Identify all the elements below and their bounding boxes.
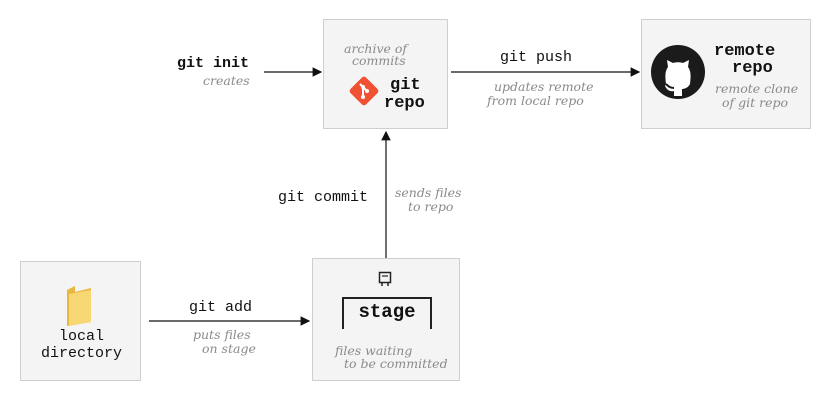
git-repo-note-1: archive of	[344, 41, 408, 56]
stage-note-1: files waiting	[335, 343, 413, 358]
stage-node	[312, 258, 460, 381]
git-repo-node: archive of commits git repo	[323, 19, 448, 129]
local-directory-label-2: directory	[40, 345, 122, 362]
folder-icon	[67, 286, 91, 326]
stage-frame	[342, 297, 432, 329]
git-add-note-1: puts files	[193, 327, 251, 342]
remote-repo-note-2: of git repo	[722, 95, 789, 110]
git-repo-label-2: repo	[384, 94, 425, 113]
stage-small-icon	[378, 271, 392, 286]
git-push-note-2: from local repo	[487, 93, 584, 108]
git-init-note: creates	[203, 73, 250, 88]
stage-note-2: to be committed	[344, 356, 448, 371]
git-commit-command: git commit	[278, 189, 369, 206]
git-repo-label-1: git	[390, 76, 421, 95]
git-add-note-2: on stage	[202, 341, 256, 356]
remote-repo-node: remote repo remote clone of git repo	[641, 19, 811, 129]
git-commit-note-2: to repo	[408, 199, 454, 214]
remote-repo-label-1: remote	[714, 42, 776, 61]
remote-repo-label-2: repo	[732, 59, 773, 78]
git-push-command: git push	[500, 49, 573, 66]
stage-label: stage	[358, 301, 416, 323]
git-init-command: git init	[177, 55, 250, 72]
git-logo-icon	[349, 76, 379, 106]
github-logo-icon	[651, 45, 705, 99]
local-directory-node: local directory	[20, 261, 141, 381]
git-add-command: git add	[189, 299, 253, 316]
git-commit-note-1: sends files	[395, 185, 462, 200]
git-repo-note-2: commits	[352, 53, 406, 68]
remote-repo-note-1: remote clone	[715, 81, 799, 96]
local-directory-label-1: local	[58, 328, 104, 345]
git-push-note-1: updates remote	[494, 79, 594, 94]
